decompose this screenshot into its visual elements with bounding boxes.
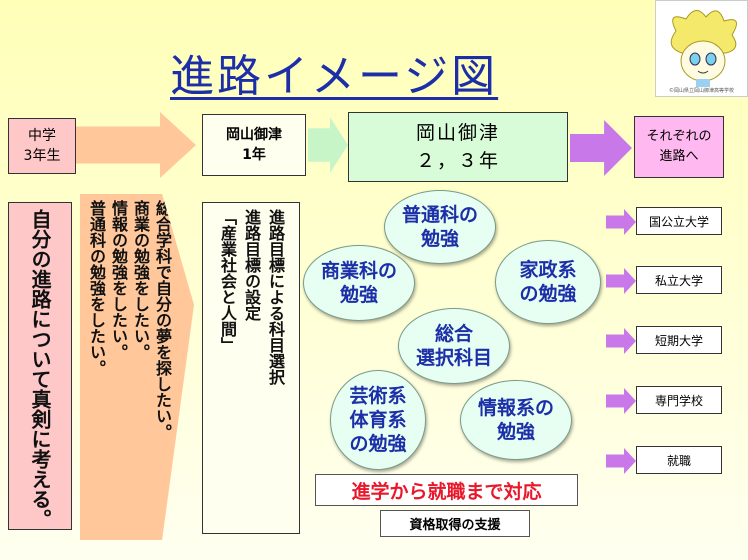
wish-information: 情報の勉強をしたい。 — [109, 200, 128, 360]
outcome-arrow — [606, 328, 636, 354]
outcome-national-university: 国公立大学 — [636, 207, 722, 235]
school-logo: ©岡山県立岡山御津高等学校 — [655, 0, 748, 97]
logo-caption: ©岡山県立岡山御津高等学校 — [668, 88, 734, 94]
wish-integrated: 総合学科で自分の夢を探したい。 — [153, 200, 172, 440]
outcome-arrow — [606, 209, 636, 235]
arrow-to-upper-years — [308, 117, 348, 173]
first-year-box: 岡山御津 1年 — [202, 114, 306, 176]
bubble-arts-pe: 芸術系 体育系 の勉強 — [330, 370, 426, 470]
outcome-arrow — [606, 268, 636, 294]
bubble-commerce: 商業科の 勉強 — [303, 245, 415, 321]
mascot-icon — [670, 10, 737, 87]
serious-text: 自分の進路について真剣に考える。 — [28, 209, 52, 529]
outcome-vocational-school: 専門学校 — [636, 386, 722, 414]
outcome-junior-college: 短期大学 — [636, 326, 722, 354]
wishes-arrow: 総合学科で自分の夢を探したい。 商業の勉強をしたい。 情報の勉強をしたい。 普通… — [80, 194, 194, 540]
arrow-to-first-year — [76, 112, 196, 178]
wish-commerce: 商業の勉強をしたい。 — [131, 200, 150, 360]
support-range-banner: 進学から就職まで対応 — [315, 474, 578, 506]
outcome-arrow — [606, 448, 636, 474]
first-year-plan-column: 進路目標による科目選択 進路目標の設定 「産業社会と人間」 — [202, 202, 300, 534]
serious-column: 自分の進路について真剣に考える。 — [8, 202, 72, 530]
upper-years-box: 岡山御津 ２，３年 — [348, 112, 568, 182]
bubble-integrated: 総合 選択科目 — [398, 308, 510, 384]
destinations-box: それぞれの 進路へ — [634, 116, 724, 178]
wish-general: 普通科の勉強をしたい。 — [87, 200, 106, 376]
page-title: 進路イメージ図 — [170, 51, 499, 102]
bubble-home-economics: 家政系 の勉強 — [495, 240, 601, 324]
outcome-private-university: 私立大学 — [636, 266, 722, 294]
outcome-employment: 就職 — [636, 446, 722, 474]
plan-goal-setting: 進路目標の設定 — [242, 209, 261, 321]
junior-high-box: 中学 3年生 — [8, 118, 76, 174]
certification-support-label: 資格取得の支援 — [380, 510, 530, 537]
plan-course-selection: 進路目標による科目選択 — [266, 209, 285, 385]
plan-industrial-society: 「産業社会と人間」 — [218, 209, 237, 353]
bubble-general: 普通科の 勉強 — [384, 190, 496, 264]
arrow-to-destinations — [570, 120, 632, 176]
outcome-arrow — [606, 388, 636, 414]
bubble-information: 情報系の 勉強 — [460, 380, 572, 460]
